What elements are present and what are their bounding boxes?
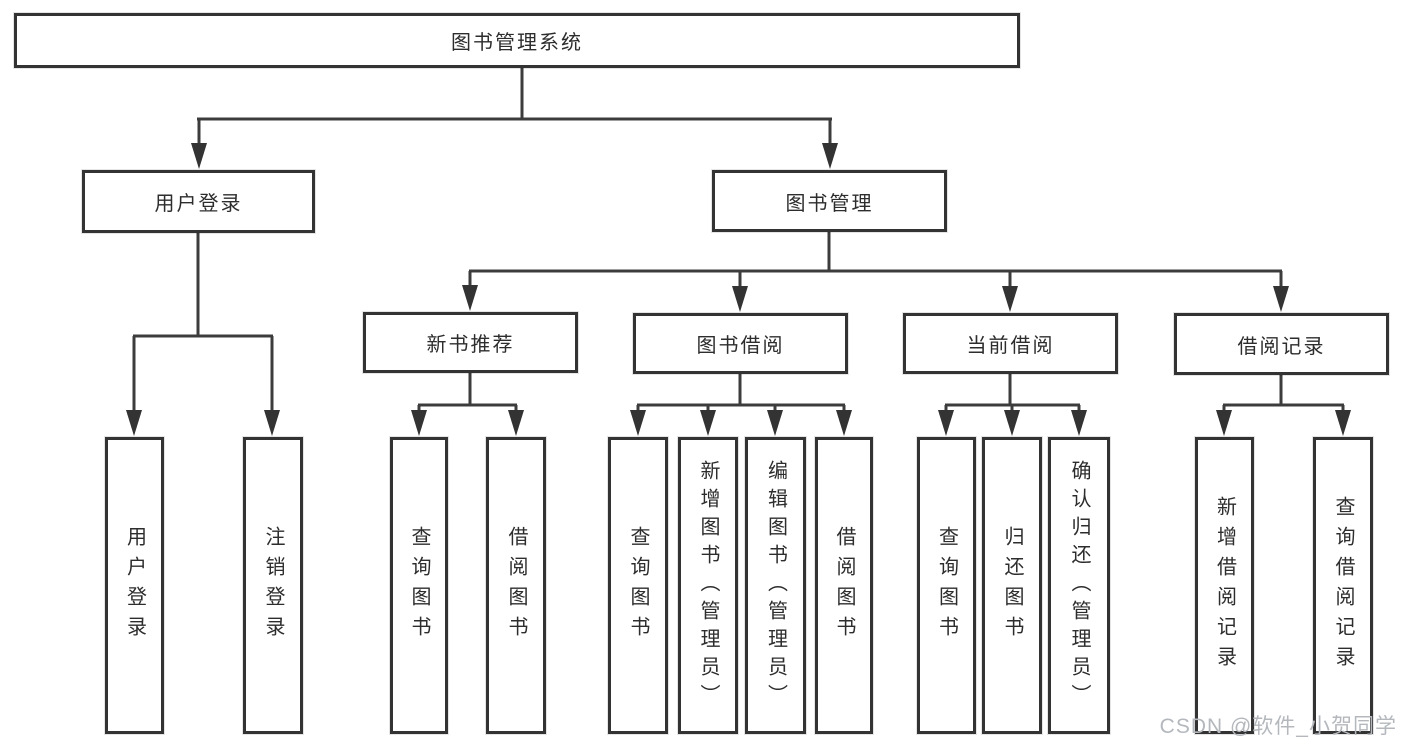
leaf-borrow-books-1: 借阅图书 xyxy=(486,437,546,734)
leaf-borrow-books-2: 借阅图书 xyxy=(815,437,873,734)
node-label: 借阅图书 xyxy=(833,525,855,646)
leaf-edit-book-admin: 编辑图书（管理员） xyxy=(745,437,806,734)
node-label: 图书管理系统 xyxy=(451,32,583,54)
leaf-return-book: 归还图书 xyxy=(982,437,1042,734)
leaf-query-books-1: 查询图书 xyxy=(390,437,448,734)
leaf-query-books-3: 查询图书 xyxy=(917,437,976,734)
leaf-logout: 注销登录 xyxy=(243,437,303,734)
leaf-confirm-return-admin: 确认归还（管理员） xyxy=(1048,437,1110,734)
node-label: 借阅图书 xyxy=(505,525,527,646)
node-label: 查询图书 xyxy=(408,525,430,646)
node-book-borrowing: 图书借阅 xyxy=(633,313,848,374)
node-label: 查询图书 xyxy=(627,525,649,646)
node-label: 用户登录 xyxy=(123,525,146,646)
node-borrow-records: 借阅记录 xyxy=(1174,313,1389,375)
node-label: 新书推荐 xyxy=(426,334,515,356)
node-root-system: 图书管理系统 xyxy=(14,13,1020,68)
node-label: 查询借阅记录 xyxy=(1332,495,1354,676)
node-new-book-recommend: 新书推荐 xyxy=(363,312,578,373)
node-label: 当前借阅 xyxy=(966,335,1055,357)
node-label: 查询图书 xyxy=(935,525,958,646)
leaf-user-login: 用户登录 xyxy=(105,437,164,734)
node-label: 归还图书 xyxy=(1001,525,1023,646)
node-label: 新增借阅记录 xyxy=(1213,495,1236,676)
node-label: 新增图书（管理员） xyxy=(697,459,719,712)
node-label: 借阅记录 xyxy=(1237,335,1326,358)
node-label: 图书管理 xyxy=(785,192,874,215)
node-current-borrowing: 当前借阅 xyxy=(903,313,1118,374)
node-label: 编辑图书（管理员） xyxy=(764,459,787,712)
node-label: 图书借阅 xyxy=(696,335,785,357)
csdn-watermark: CSDN @软件_小贺同学 xyxy=(1159,715,1397,738)
leaf-query-books-2: 查询图书 xyxy=(608,437,668,734)
node-book-management: 图书管理 xyxy=(712,170,947,232)
node-user-login: 用户登录 xyxy=(82,170,315,233)
node-label: 确认归还（管理员） xyxy=(1068,459,1090,712)
node-label: 用户登录 xyxy=(154,193,243,215)
node-label: 注销登录 xyxy=(262,525,284,646)
leaf-add-borrow-record: 新增借阅记录 xyxy=(1195,437,1254,734)
leaf-add-book-admin: 新增图书（管理员） xyxy=(678,437,738,734)
leaf-query-borrow-record: 查询借阅记录 xyxy=(1313,437,1373,734)
